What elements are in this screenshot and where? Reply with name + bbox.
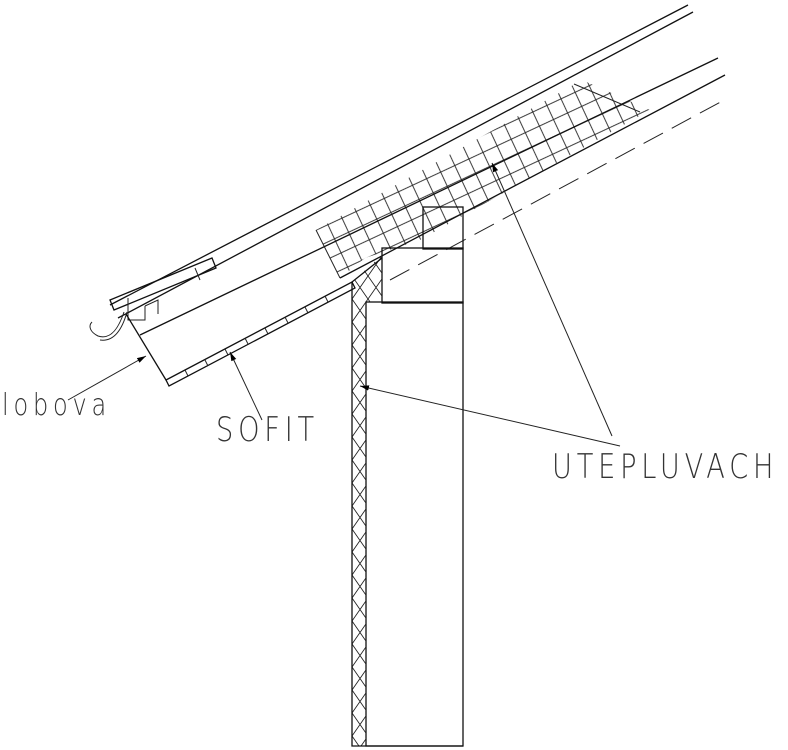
roof-insulation: [315, 80, 650, 279]
label-fascia: lobova: [2, 388, 111, 423]
soffit-board: [165, 281, 356, 387]
roof-covering: [109, 4, 719, 336]
wall-insulation: [351, 255, 463, 747]
label-insulation: UTEPLUVACH: [552, 447, 779, 487]
eave-tile-detail: [89, 257, 217, 341]
leader-lines: [67, 162, 621, 447]
rafter-lines: [339, 74, 729, 281]
fascia-board: [125, 313, 167, 381]
label-soffit: SOFIT: [216, 410, 319, 450]
